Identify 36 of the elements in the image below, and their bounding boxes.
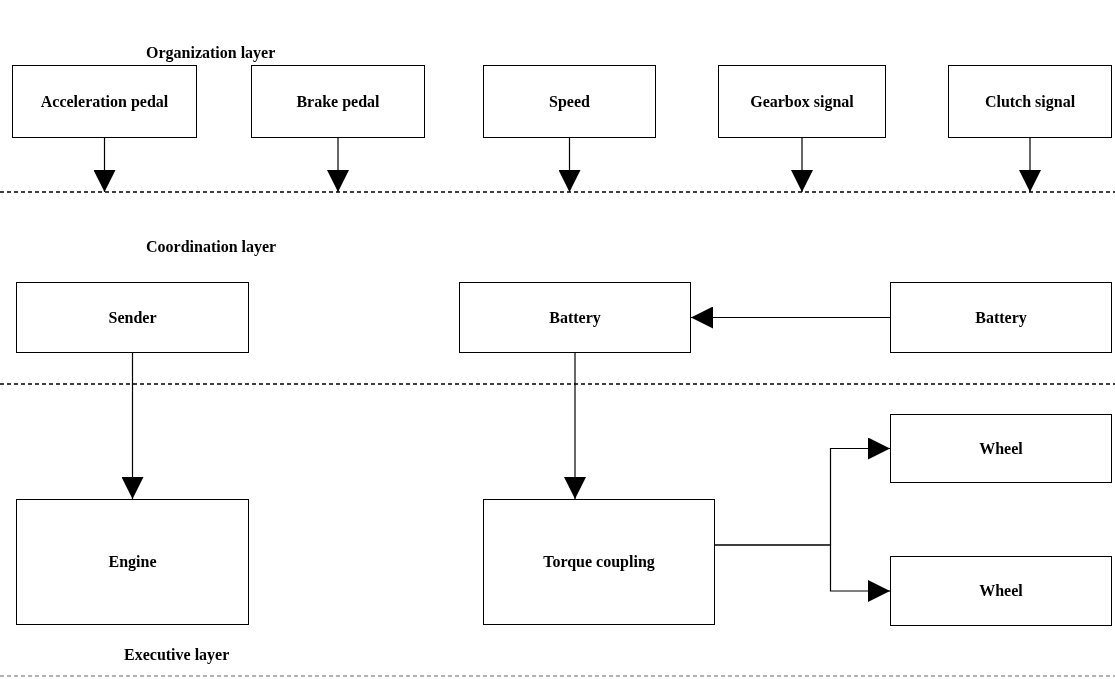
- process-box: [251, 65, 425, 138]
- process-box: [890, 282, 1112, 353]
- arrow: [558, 137, 581, 193]
- box-label: Brake pedal: [295, 91, 381, 112]
- arrow: [714, 544, 891, 602]
- arrow: [690, 306, 891, 329]
- process-box: [16, 282, 249, 353]
- box-label: Torque coupling: [542, 552, 656, 572]
- box-label: Clutch signal: [983, 91, 1077, 112]
- box-label: Gearbox signal: [749, 91, 855, 112]
- process-box: [948, 65, 1112, 138]
- layer-label: Coordination layer: [146, 238, 277, 256]
- arrow: [1019, 137, 1041, 193]
- box-label: Wheel: [978, 581, 1024, 601]
- process-box: [12, 65, 197, 138]
- layer-label: Executive layer: [124, 646, 230, 664]
- box-label: Acceleration pedal: [39, 91, 170, 112]
- box-label: Sender: [107, 307, 158, 328]
- box-label: Battery: [974, 307, 1028, 328]
- process-box: [718, 65, 886, 138]
- box-label: Battery: [548, 307, 602, 328]
- arrow: [564, 352, 586, 500]
- arrow: [327, 137, 349, 193]
- process-box: [483, 65, 656, 138]
- process-box: [483, 499, 715, 625]
- box-label: Wheel: [978, 438, 1024, 459]
- process-box: [890, 556, 1112, 626]
- arrow: [791, 137, 813, 193]
- process-box: [16, 499, 249, 625]
- process-box: [890, 414, 1112, 483]
- layer-label: Organization layer: [146, 44, 276, 62]
- arrow: [121, 352, 144, 500]
- process-box: [459, 282, 691, 353]
- box-label: Speed: [548, 91, 591, 112]
- arrow: [93, 137, 116, 193]
- box-label: Engine: [107, 552, 158, 572]
